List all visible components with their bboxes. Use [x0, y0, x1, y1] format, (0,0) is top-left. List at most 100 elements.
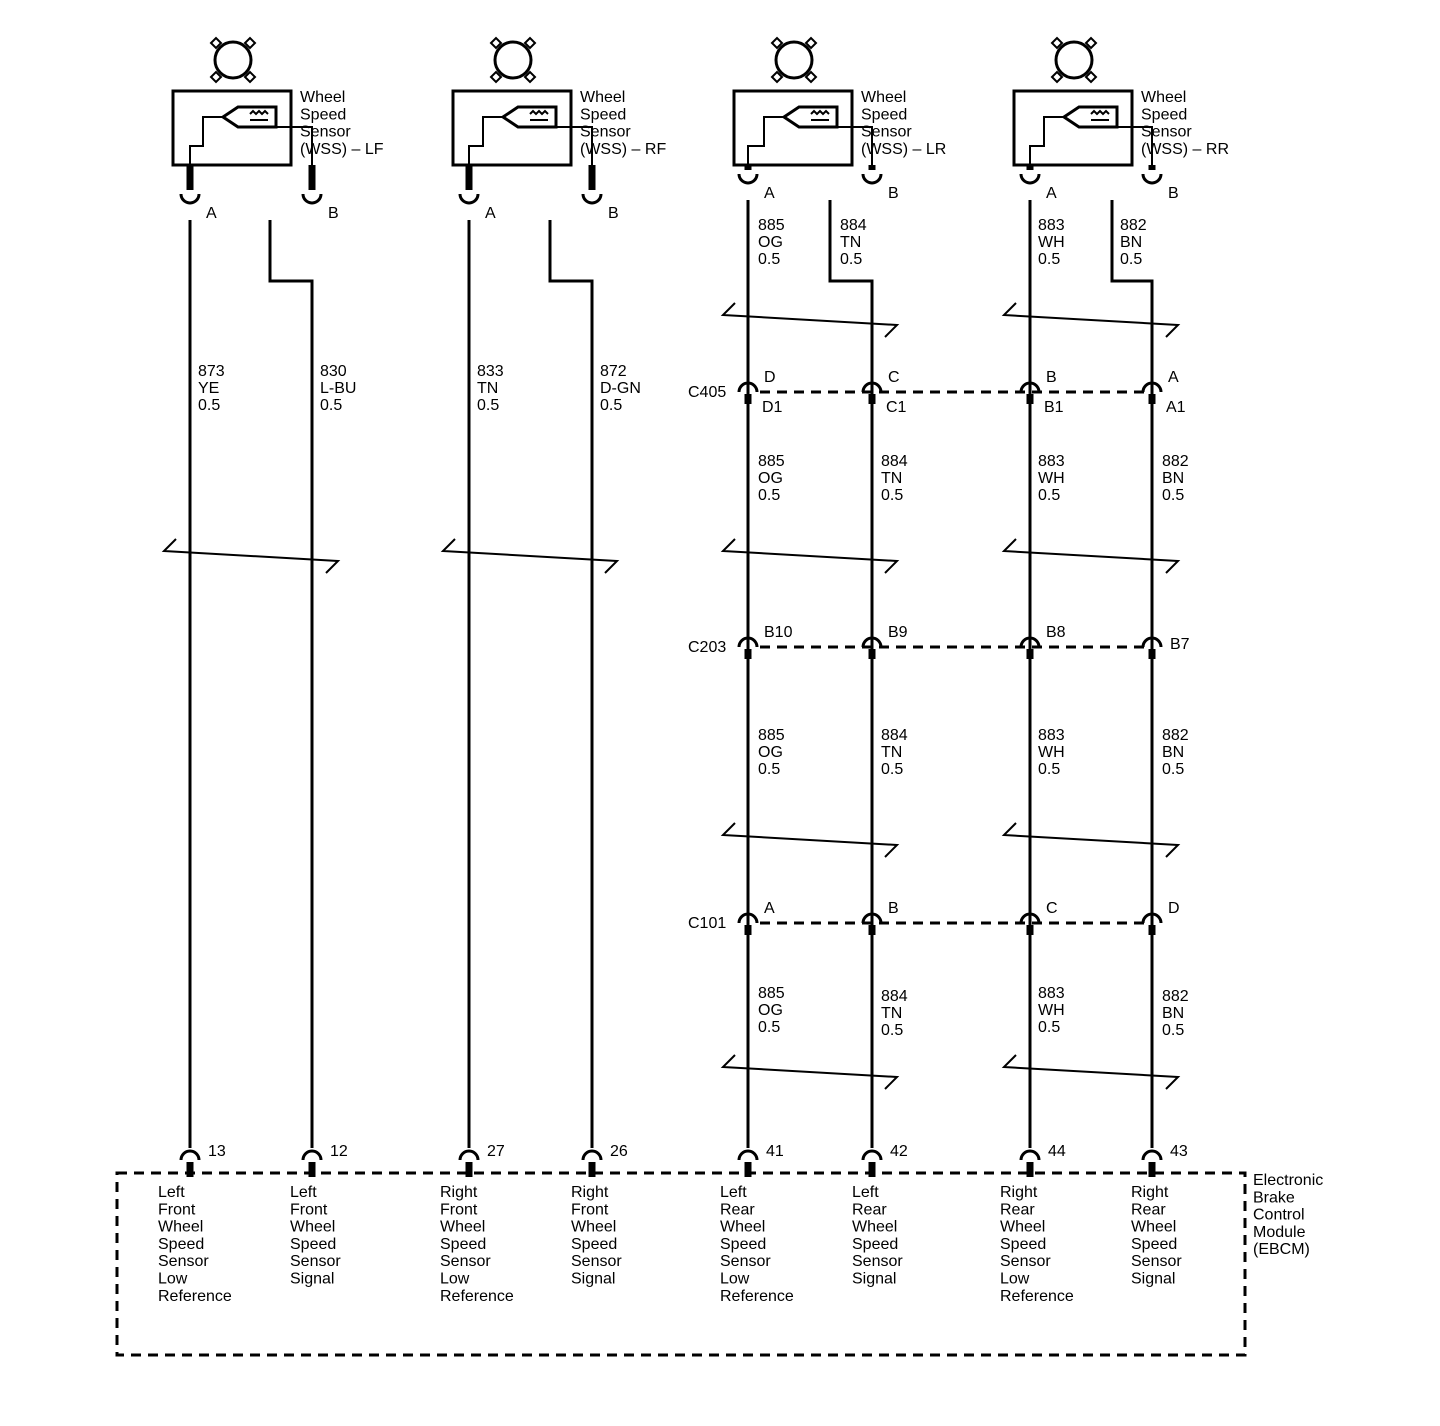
ebcm-pin-function: Speed: [852, 1236, 898, 1253]
connector-terminal: [861, 636, 883, 648]
sensor-pin-label: A: [1046, 185, 1057, 202]
sensor-terminal: [458, 193, 480, 205]
harness-break: [720, 1054, 900, 1090]
ebcm-pin-function: Wheel: [1131, 1219, 1176, 1236]
sensor-pin-label: B: [1168, 185, 1179, 202]
connector-pin-label: C1: [886, 399, 907, 416]
wire-color: OG: [758, 744, 783, 761]
ebcm-pin-function: Right: [440, 1184, 478, 1201]
ebcm-pin-function: Rear: [1131, 1201, 1166, 1218]
connector-terminal: [1141, 381, 1163, 393]
wire-color: YE: [198, 380, 219, 397]
wheel-lug-icon: [1050, 36, 1064, 50]
wire-circuit: 884: [881, 453, 908, 470]
connector-pin-label: A: [764, 900, 775, 917]
wheel-lug-icon: [243, 70, 257, 84]
connector-pin-label: C: [888, 369, 900, 386]
connector-pin-label: B1: [1044, 399, 1064, 416]
ebcm-pin-number: 43: [1170, 1143, 1188, 1160]
ebcm-pin-function: Wheel: [571, 1219, 616, 1236]
sensor-pin-label: B: [608, 205, 619, 222]
ebcm-pin-number: 27: [487, 1143, 505, 1160]
connector-pin-stub: [1148, 925, 1156, 935]
connector-pin-stub: [1026, 649, 1034, 659]
ebcm-pin-function: Wheel: [720, 1219, 765, 1236]
ebcm-pin-function: Sensor: [440, 1253, 491, 1270]
wheel-lug-icon: [489, 36, 503, 50]
ebcm-pin-function: Reference: [720, 1288, 794, 1305]
ebcm-pin-function: Front: [440, 1201, 478, 1218]
wire-color: TN: [881, 744, 902, 761]
ebcm-pin-function: Low: [158, 1271, 188, 1288]
wheel-lug-icon: [1084, 70, 1098, 84]
wire-gauge: 0.5: [1038, 487, 1060, 504]
wire-color: WH: [1038, 470, 1065, 487]
wire-circuit: 872: [600, 363, 627, 380]
wire-circuit: 882: [1162, 453, 1189, 470]
connector-pin-stub: [744, 925, 752, 935]
wire-color: BN: [1120, 234, 1142, 251]
wheel-icon: [774, 40, 814, 80]
connector-terminal: [861, 912, 883, 924]
sensor-pin-stub: [465, 165, 473, 190]
sensor-pin-stub: [588, 165, 596, 190]
sensor-internal-lead: [747, 116, 784, 165]
ebcm-pin-function: Left: [852, 1184, 879, 1201]
ebcm-pin-function: Speed: [1000, 1236, 1046, 1253]
ebcm-pin-function: Speed: [290, 1236, 336, 1253]
sensor-internal-lead: [189, 116, 223, 165]
wire-color: TN: [477, 380, 498, 397]
wire-color: TN: [840, 234, 861, 251]
sensor-pin-label: A: [485, 205, 496, 222]
harness-break: [1001, 1054, 1181, 1090]
wheel-icon: [493, 40, 533, 80]
ebcm-pin-function: Front: [158, 1201, 196, 1218]
ebcm-module-box: [115, 1171, 1247, 1357]
ebcm-pin-function: Reference: [1000, 1288, 1074, 1305]
connector-terminal: [1019, 912, 1041, 924]
wire-gauge: 0.5: [1038, 251, 1060, 268]
connector-pin-label: B: [888, 900, 899, 917]
ebcm-pin-function: Right: [1131, 1184, 1169, 1201]
sensor-pin-label: B: [328, 205, 339, 222]
ebcm-name: Control: [1253, 1207, 1305, 1224]
ebcm-pin-function: Signal: [290, 1271, 334, 1288]
wheel-lug-icon: [804, 70, 818, 84]
wheel-lug-icon: [1084, 36, 1098, 50]
sensor-terminal: [301, 193, 323, 205]
ebcm-pin-function: Reference: [158, 1288, 232, 1305]
wire-rear: [828, 200, 874, 1148]
sensor-pin-stub: [744, 165, 752, 170]
wire-circuit: 884: [881, 727, 908, 744]
ebcm-pin-function: Wheel: [440, 1219, 485, 1236]
wire-circuit: 882: [1162, 727, 1189, 744]
connector-pin-label: D: [1168, 900, 1180, 917]
ebcm-pin-function: Sensor: [720, 1253, 771, 1270]
wire-gauge: 0.5: [477, 397, 499, 414]
connector-name: C203: [688, 639, 726, 656]
wire-gauge: 0.5: [1162, 761, 1184, 778]
wire-color: OG: [758, 470, 783, 487]
ebcm-pin-function: Wheel: [1000, 1219, 1045, 1236]
wire-gauge: 0.5: [758, 761, 780, 778]
ebcm-pin-function: Wheel: [290, 1219, 335, 1236]
sensor-internal-lead: [468, 116, 503, 165]
sensor-terminal: [581, 193, 603, 205]
wire-front: [268, 220, 314, 1148]
ebcm-pin-stub: [868, 1162, 876, 1177]
wire-color: WH: [1038, 234, 1065, 251]
sensor-pin-label: A: [206, 205, 217, 222]
sensor-terminal: [1141, 173, 1163, 185]
connector-pin-stub: [1026, 394, 1034, 404]
sensor-element-icon: [1061, 105, 1119, 129]
ebcm-terminal: [861, 1149, 883, 1161]
connector-name: C405: [688, 384, 726, 401]
sensor-pin-stub: [868, 165, 876, 170]
wire-color: WH: [1038, 744, 1065, 761]
sensor-name: Speed: [580, 106, 626, 123]
ebcm-pin-number: 44: [1048, 1143, 1066, 1160]
wire-circuit: 885: [758, 985, 785, 1002]
connector-pin-stub: [744, 649, 752, 659]
wire-color: D-GN: [600, 380, 641, 397]
